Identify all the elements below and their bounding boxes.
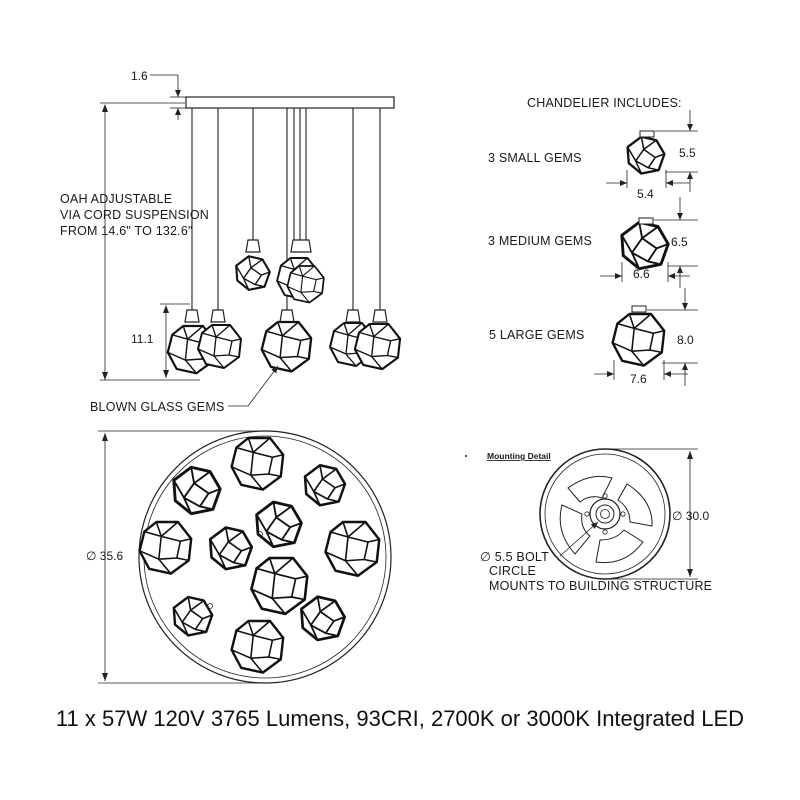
mounts-note: MOUNTS TO BUILDING STRUCTURE	[489, 579, 712, 593]
large-gem-height: 8.0	[677, 333, 694, 347]
medium-gem-width: 6.6	[633, 267, 650, 281]
large-gem-width: 7.6	[630, 372, 647, 386]
plan-gems	[138, 436, 381, 674]
oah-note-line-1: OAH ADJUSTABLE	[60, 192, 172, 206]
includes-panel: CHANDELIER INCLUDES: 3 SMALL GEMS 5.5 5.…	[488, 96, 698, 386]
pendant-drop-label: 11.1	[131, 332, 154, 346]
medium-gem-height: 6.5	[671, 235, 688, 249]
oah-note-line-2: VIA CORD SUSPENSION	[60, 208, 209, 222]
electrical-spec-line: 11 x 57W 120V 3765 Lumens, 93CRI, 2700K …	[55, 706, 745, 731]
small-gem-height: 5.5	[679, 146, 696, 160]
plan-view: ∅ 35.6	[86, 430, 392, 684]
small-gems-label: 3 SMALL GEMS	[488, 151, 582, 165]
elevation-view: 1.6 OAH ADJUSTABLE VIA CORD SUSPENSION F…	[60, 69, 402, 414]
oah-note-line-3: FROM 14.6" TO 132.6"	[60, 224, 193, 238]
canopy-height-label: 1.6	[131, 69, 148, 83]
medium-gems-label: 3 MEDIUM GEMS	[488, 234, 592, 248]
plan-canopy-outer	[138, 430, 392, 684]
includes-heading: CHANDELIER INCLUDES:	[527, 96, 682, 110]
mounting-title: Mounting Detail	[487, 451, 551, 461]
large-gems-label: 5 LARGE GEMS	[489, 328, 585, 342]
mounting-diameter-label: ∅ 30.0	[672, 509, 709, 523]
mounting-detail: Mounting Detail ∅ 30.0 ∅ 5.5 BOLT CIRCLE…	[465, 448, 712, 593]
bolt-circle-label: ∅ 5.5 BOLT	[480, 550, 549, 564]
gems-callout: BLOWN GLASS GEMS	[90, 400, 224, 414]
mounting-plate-inner	[544, 453, 666, 575]
plan-diameter-label: ∅ 35.6	[86, 549, 123, 563]
small-gem-width: 5.4	[637, 187, 654, 201]
bolt-circle-word: CIRCLE	[489, 564, 536, 578]
canopy-plate	[185, 96, 395, 109]
